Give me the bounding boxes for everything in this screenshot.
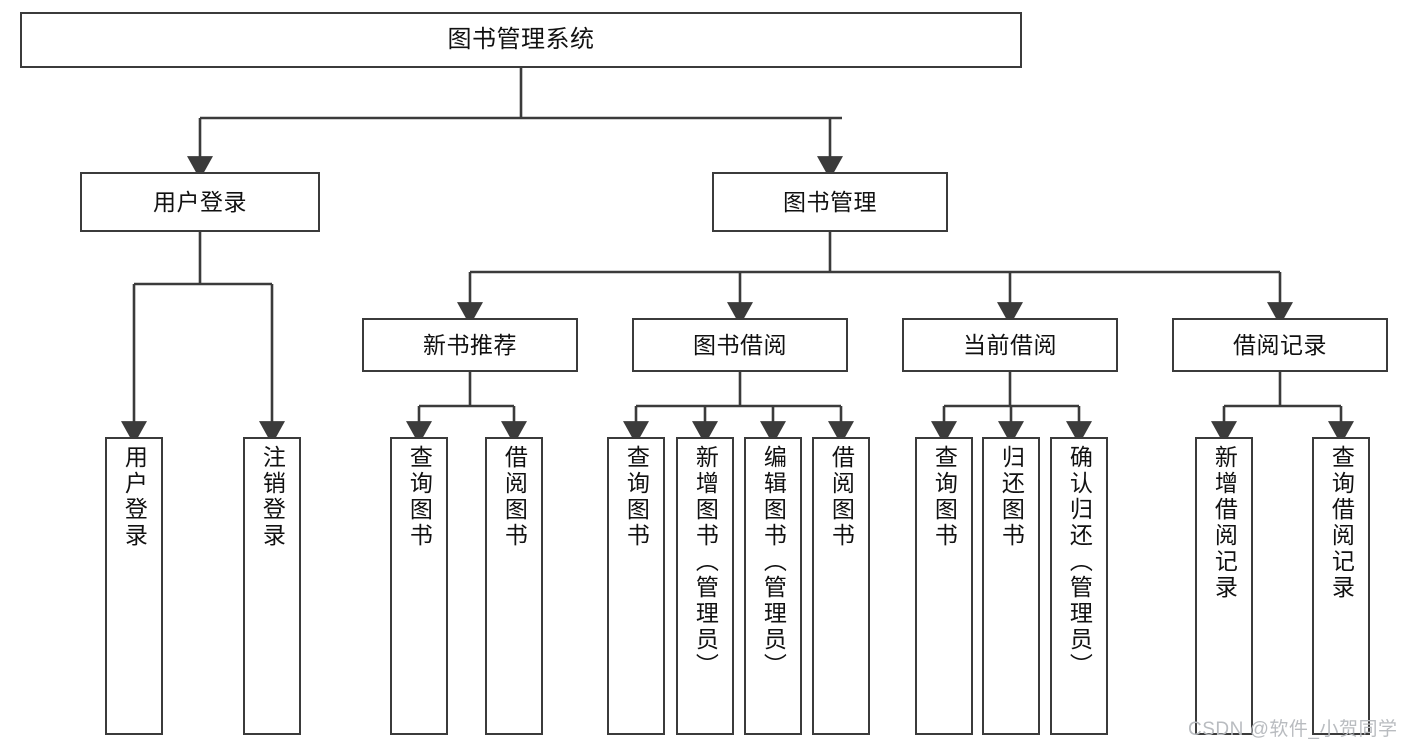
node-borrow-record[interactable]: 借阅记录 [1172,318,1388,372]
node-new-book-recommend-label: 新书推荐 [423,331,517,358]
leaf-query-book-nb-label: 查询图书 [406,445,433,549]
leaf-add-book-admin-label: 新增图书（管理员） [692,445,719,679]
leaf-add-borrow-record[interactable]: 新增借阅记录 [1195,437,1253,735]
leaf-edit-book-admin[interactable]: 编辑图书（管理员） [744,437,802,735]
node-borrow-record-label: 借阅记录 [1233,331,1327,358]
leaf-return-book-label: 归还图书 [998,445,1025,549]
leaf-confirm-return-admin[interactable]: 确认归还（管理员） [1050,437,1108,735]
node-book-management-label: 图书管理 [783,188,877,215]
leaf-user-login[interactable]: 用户登录 [105,437,163,735]
leaf-query-book-cb[interactable]: 查询图书 [915,437,973,735]
leaf-confirm-return-admin-label: 确认归还（管理员） [1066,445,1093,679]
node-user-login[interactable]: 用户登录 [80,172,320,232]
node-book-borrow-label: 图书借阅 [693,331,787,358]
leaf-add-book-admin[interactable]: 新增图书（管理员） [676,437,734,735]
leaf-query-book-nb[interactable]: 查询图书 [390,437,448,735]
leaf-query-book-bb-label: 查询图书 [623,445,650,549]
leaf-borrow-book-nb[interactable]: 借阅图书 [485,437,543,735]
leaf-user-login-label: 用户登录 [121,445,148,549]
leaf-query-book-cb-label: 查询图书 [931,445,958,549]
node-book-borrow[interactable]: 图书借阅 [632,318,848,372]
leaf-add-borrow-record-label: 新增借阅记录 [1211,445,1238,601]
node-current-borrow-label: 当前借阅 [963,331,1057,358]
watermark: CSDN @软件_小贺同学 [1188,719,1398,740]
node-user-login-label: 用户登录 [153,188,247,215]
leaf-query-borrow-record[interactable]: 查询借阅记录 [1312,437,1370,735]
node-root[interactable]: 图书管理系统 [20,12,1022,68]
leaf-borrow-book-nb-label: 借阅图书 [501,445,528,549]
leaf-edit-book-admin-label: 编辑图书（管理员） [760,445,787,679]
leaf-borrow-book-bb[interactable]: 借阅图书 [812,437,870,735]
leaf-logout-label: 注销登录 [259,445,286,549]
node-current-borrow[interactable]: 当前借阅 [902,318,1118,372]
node-book-management[interactable]: 图书管理 [712,172,948,232]
leaf-return-book[interactable]: 归还图书 [982,437,1040,735]
leaf-logout[interactable]: 注销登录 [243,437,301,735]
node-root-label: 图书管理系统 [447,26,595,54]
node-new-book-recommend[interactable]: 新书推荐 [362,318,578,372]
leaf-borrow-book-bb-label: 借阅图书 [828,445,855,549]
leaf-query-borrow-record-label: 查询借阅记录 [1328,445,1355,601]
leaf-query-book-bb[interactable]: 查询图书 [607,437,665,735]
